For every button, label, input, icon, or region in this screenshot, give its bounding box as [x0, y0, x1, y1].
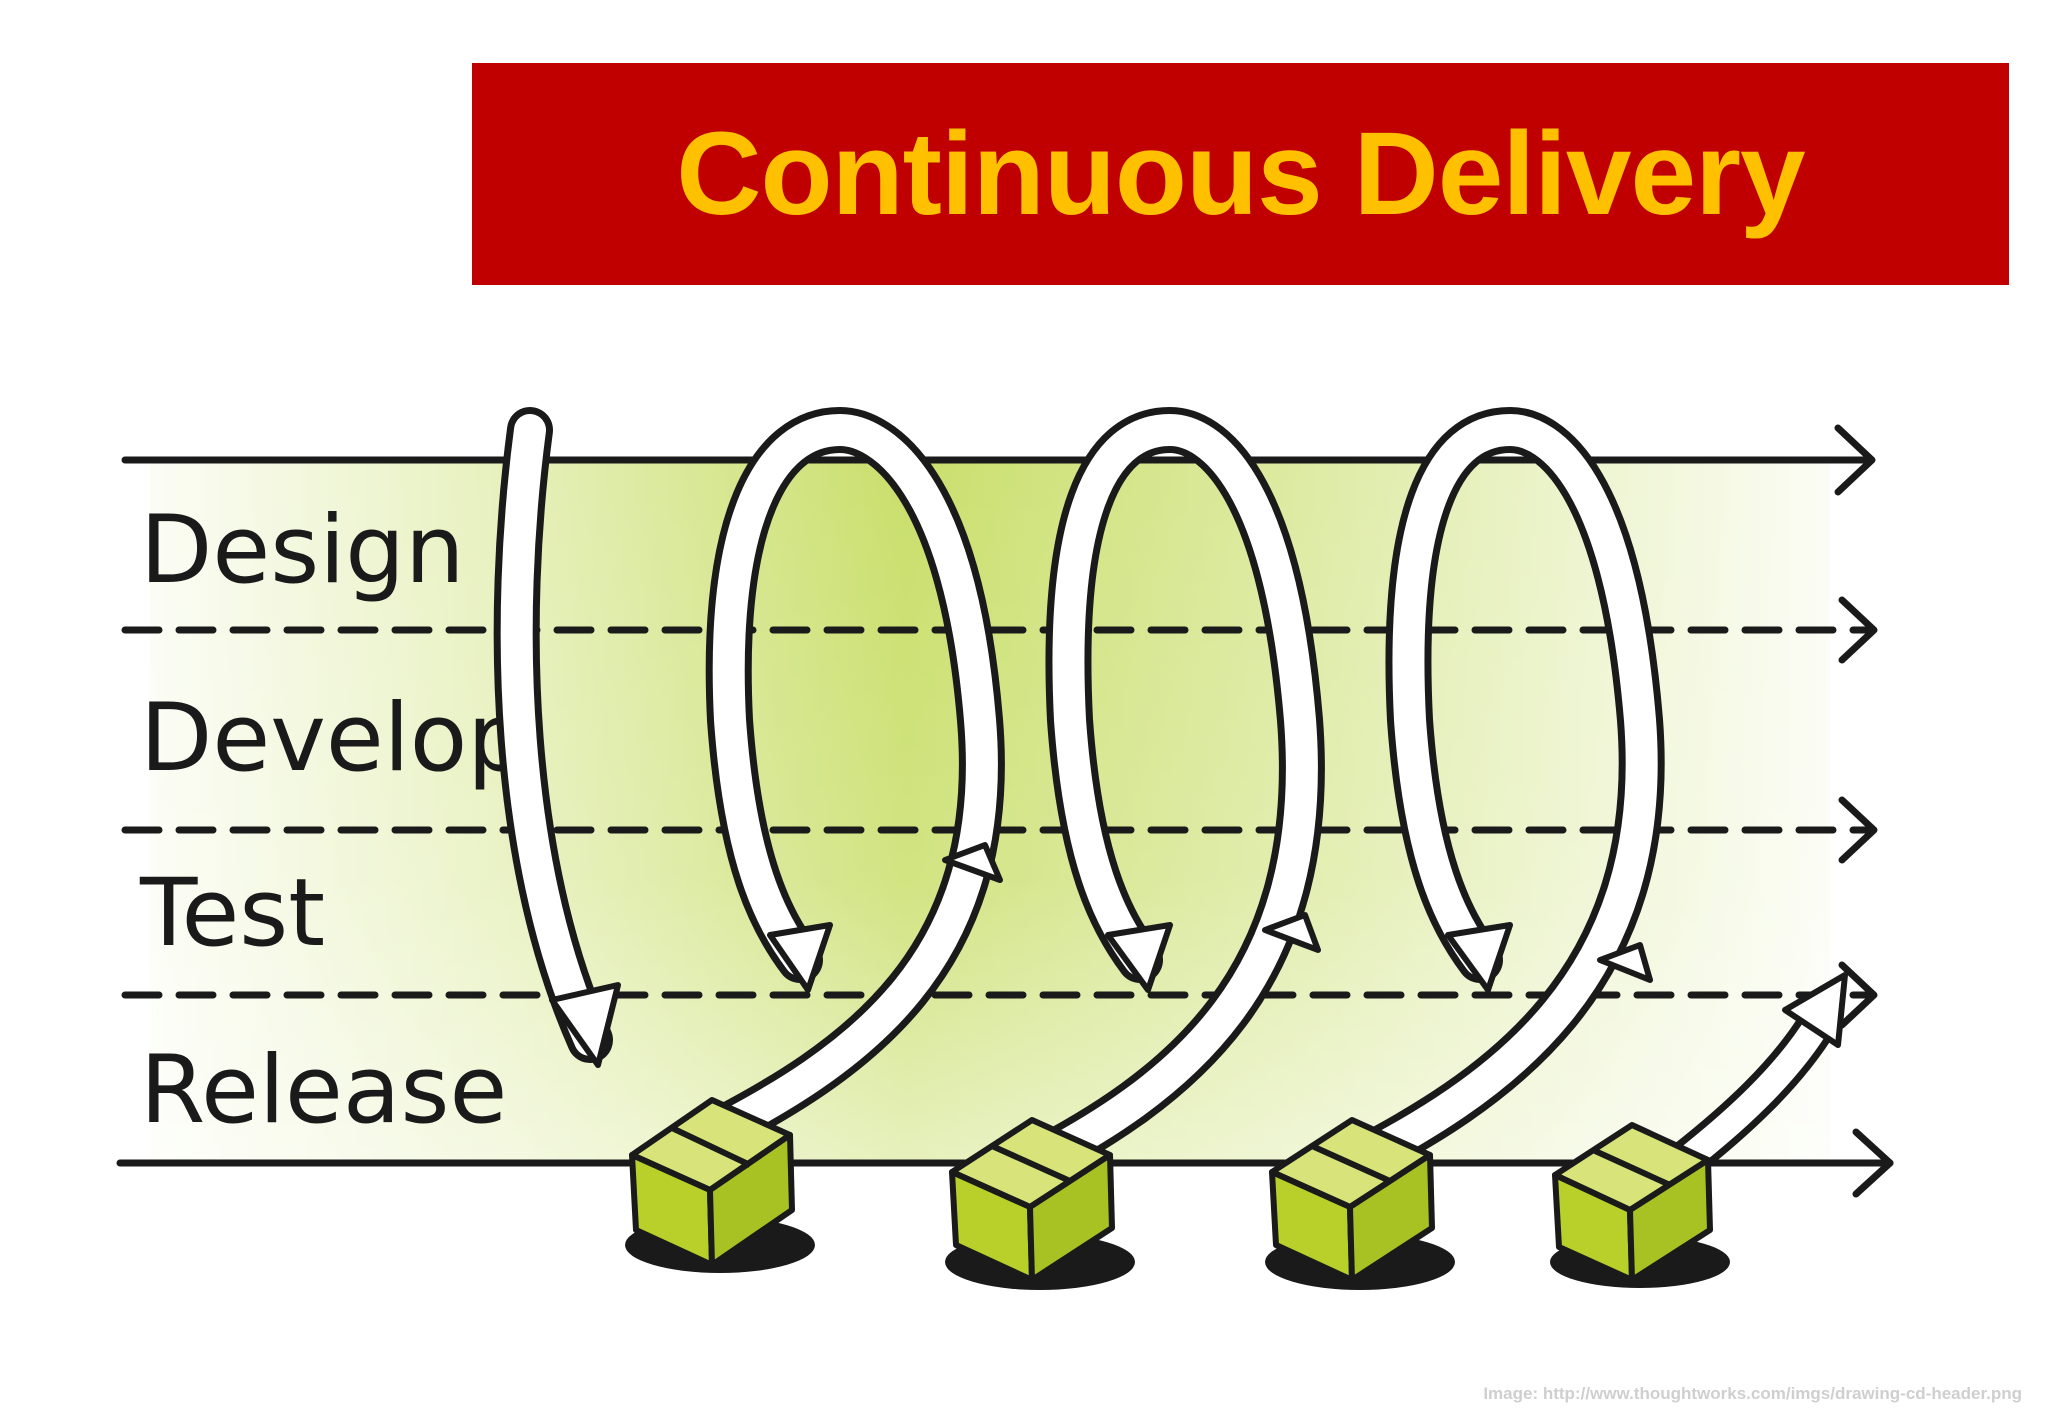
package-box-icon — [1265, 1117, 1455, 1290]
arrow-loop-icon — [997, 407, 1325, 1193]
arrow-loop-icon — [677, 407, 1005, 1163]
line-test-release — [121, 961, 1878, 1029]
stage-label-develop: Develop — [140, 684, 527, 793]
arrow-loop-icon — [1317, 407, 1665, 1193]
page-title: Continuous Delivery — [676, 108, 1805, 240]
package-box-icon — [945, 1117, 1135, 1290]
stage-label-test: Test — [139, 859, 325, 968]
stage-label-release: Release — [140, 1036, 507, 1145]
line-design-develop — [121, 596, 1878, 664]
loop-arrows — [493, 407, 1848, 1200]
title-banner: Continuous Delivery — [472, 63, 2009, 285]
stage-label-design: Design — [140, 496, 465, 605]
image-credit: Image: http://www.thoughtworks.com/imgs/… — [1483, 1384, 2022, 1403]
package-box-icon — [1550, 1122, 1730, 1288]
package-box-icon — [625, 1097, 815, 1273]
packages — [625, 1097, 1730, 1290]
arrow-loop-icon — [493, 407, 621, 1068]
